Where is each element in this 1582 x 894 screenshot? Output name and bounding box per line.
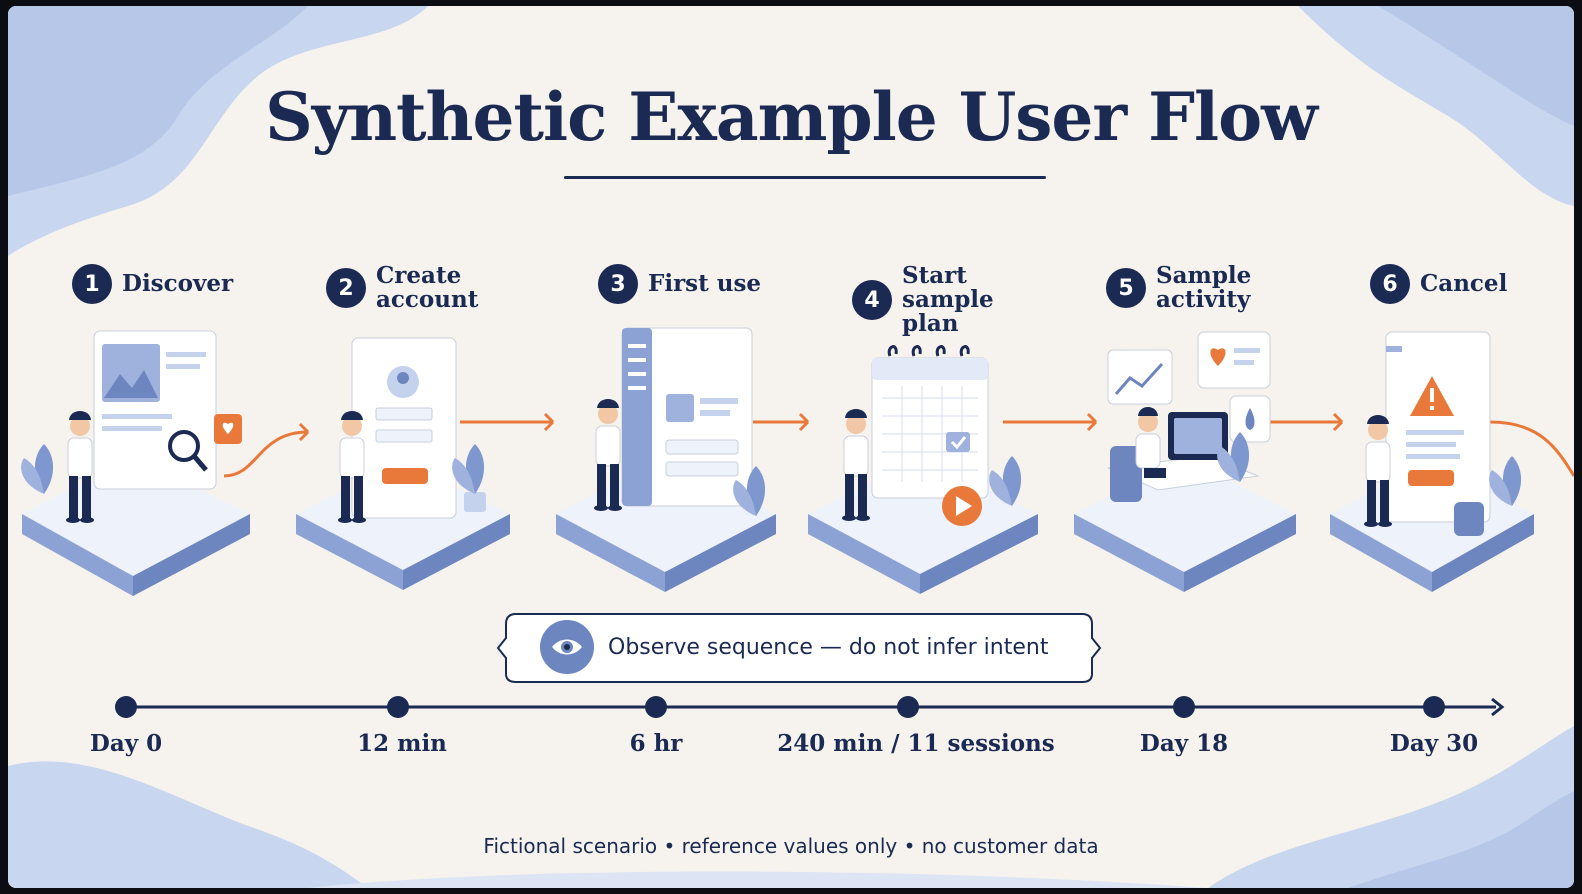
timeline (115, 696, 1505, 718)
step-3-label: 3 First use (598, 264, 761, 304)
step-5-title: Sample activity (1156, 262, 1252, 313)
timeline-dot-1 (115, 696, 137, 718)
observation-callout: Observe sequence — do not infer intent (496, 612, 1102, 683)
step-5-label: 5 Sample activity (1106, 264, 1306, 312)
step-5-badge: 5 (1106, 268, 1146, 308)
timeline-label-1: Day 0 (89, 730, 163, 757)
timeline-label-3: 6 hr (629, 730, 683, 757)
warning-cancel-icon (1330, 331, 1534, 592)
discover-screen-magnifier-icon (21, 330, 250, 596)
background-waves (8, 6, 1574, 888)
step-3-title: First use (648, 270, 762, 297)
step-1-title: Discover (122, 270, 234, 297)
timeline-label-5: Day 18 (1139, 730, 1229, 757)
step-1-label: 1 Discover (72, 264, 233, 304)
footer-disclaimer: Fictional scenario • reference values on… (483, 834, 1099, 858)
page-title: Synthetic Example User Flow (265, 78, 1318, 156)
step-2-title: Create account (376, 262, 479, 313)
timeline-label-6: Day 30 (1389, 730, 1479, 757)
step-4-title: Start sample plan (902, 262, 994, 337)
signup-form-icon (296, 337, 510, 590)
laptop-desk-activity-icon (1074, 331, 1296, 592)
calendar-play-icon (808, 345, 1038, 594)
flow-arrows (223, 420, 1574, 478)
step-3-badge: 3 (598, 264, 638, 304)
step-2-label: 2 Create account (326, 264, 526, 312)
step-1-badge: 1 (72, 264, 112, 304)
title-underline (564, 176, 1046, 179)
step-6-label: 6 Cancel (1370, 264, 1507, 304)
step-2-badge: 2 (326, 268, 366, 308)
step-scenes (21, 327, 1574, 596)
callout-frame (496, 613, 1102, 683)
timeline-dot-6 (1423, 696, 1445, 718)
callout-text: Observe sequence — do not infer intent (608, 634, 1049, 660)
timeline-dot-5 (1173, 696, 1195, 718)
timeline-label-4: 240 min / 11 sessions (777, 730, 1055, 757)
flow-arrowheads (298, 412, 1344, 442)
step-6-badge: 6 (1370, 264, 1410, 304)
step-4-badge: 4 (852, 280, 892, 320)
timeline-dot-3 (645, 696, 667, 718)
step-6-title: Cancel (1420, 270, 1508, 297)
timeline-dot-4 (897, 696, 919, 718)
flow-canvas: Synthetic Example User Flow 1 Discover 2… (8, 6, 1574, 888)
step-4-label: 4 Start sample plan (852, 264, 1052, 336)
app-dashboard-icon (556, 327, 776, 592)
timeline-dot-2 (387, 696, 409, 718)
eye-icon (540, 620, 594, 674)
timeline-label-2: 12 min (357, 730, 447, 757)
